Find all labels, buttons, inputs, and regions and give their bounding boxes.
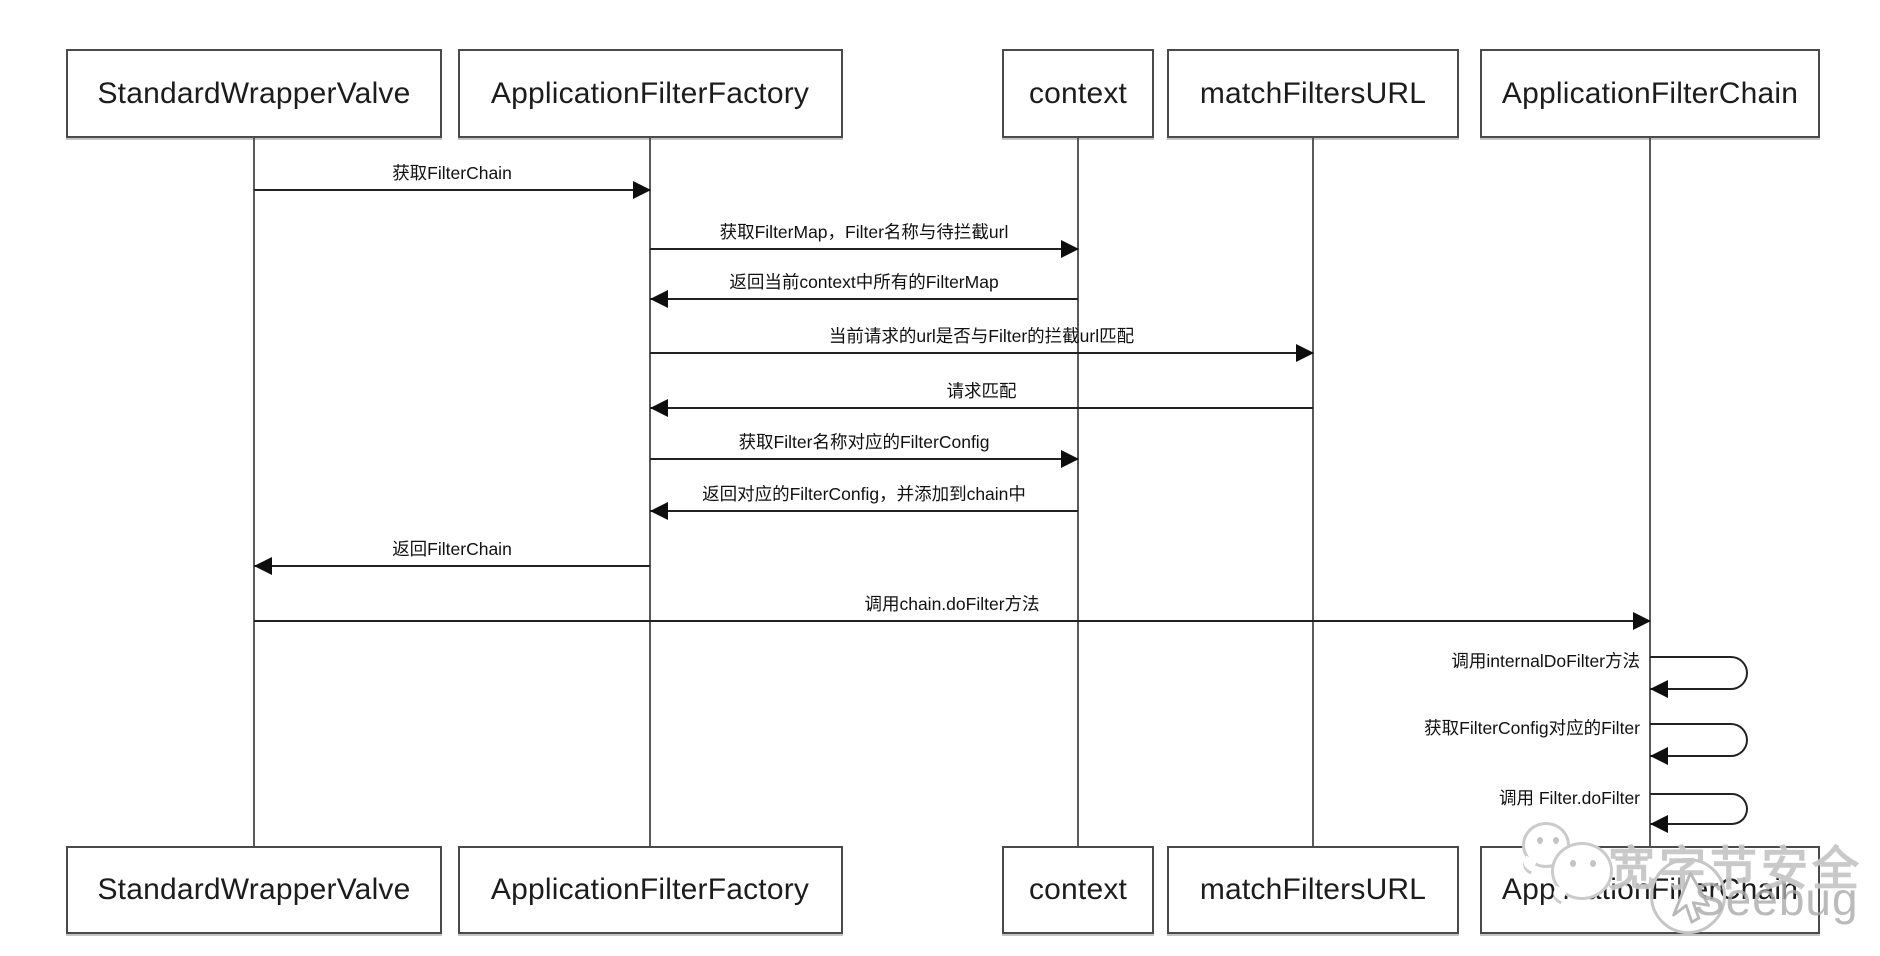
message-label: 返回FilterChain [392,539,512,559]
wechat-eye-icon [1537,837,1543,844]
arrowhead-icon [1061,450,1079,468]
message-line [650,352,1313,354]
self-message-loop [1650,793,1748,825]
arrowhead-icon [1650,680,1668,698]
message-line [650,510,1078,512]
participant-box-bottom-matchFiltersURL: matchFiltersURL [1167,846,1459,934]
participant-box-top-ApplicationFilterChain: ApplicationFilterChain [1480,49,1820,138]
message-label: 调用chain.doFilter方法 [864,594,1040,614]
message-line [650,248,1078,250]
message-line [254,565,650,567]
message-line [650,298,1078,300]
participant-box-bottom-ApplicationFilterFactory: ApplicationFilterFactory [457,846,843,934]
wechat-eye-icon [1553,837,1559,844]
arrowhead-icon [650,290,668,308]
message-label: 获取FilterChain [392,163,512,183]
message-label: 获取FilterMap，Filter名称与待拦截url [719,222,1009,242]
message-label: 返回当前context中所有的FilterMap [729,272,999,292]
participant-box-top-context: context [1002,49,1154,138]
arrowhead-icon [1633,612,1651,630]
arrowhead-icon [1650,815,1668,833]
participant-box-bottom-ApplicationFilterChain: ApplicationFilterChain [1480,846,1820,934]
arrowhead-icon [633,181,651,199]
lifeline-matchFiltersURL [1312,138,1314,846]
participant-box-top-matchFiltersURL: matchFiltersURL [1167,49,1459,138]
arrowhead-icon [254,557,272,575]
message-label: 请求匹配 [946,381,1017,401]
lifeline-context [1077,138,1079,846]
message-label: 调用 Filter.doFilter [1499,788,1640,808]
arrowhead-icon [1650,747,1668,765]
lifeline-ApplicationFilterFactory [649,138,651,846]
message-label: 调用internalDoFilter方法 [1451,651,1640,671]
arrowhead-icon [650,399,668,417]
lifeline-ApplicationFilterChain [1649,138,1651,846]
message-line [254,189,650,191]
arrowhead-icon [650,502,668,520]
message-line [650,407,1313,409]
message-line [650,458,1078,460]
message-label: 当前请求的url是否与Filter的拦截url匹配 [828,326,1135,346]
lifeline-StandardWrapperValve [253,138,255,846]
self-message-loop [1650,723,1748,757]
participant-box-bottom-context: context [1002,846,1154,934]
message-label: 获取Filter名称对应的FilterConfig [738,432,990,452]
message-label: 获取FilterConfig对应的Filter [1424,718,1640,738]
message-line [254,620,1650,622]
message-label: 返回对应的FilterConfig，并添加到chain中 [702,484,1026,504]
participant-box-bottom-StandardWrapperValve: StandardWrapperValve [66,846,442,934]
self-message-loop [1650,656,1748,690]
arrowhead-icon [1061,240,1079,258]
participant-box-top-StandardWrapperValve: StandardWrapperValve [66,49,442,138]
participant-box-top-ApplicationFilterFactory: ApplicationFilterFactory [457,49,843,138]
arrowhead-icon [1296,344,1314,362]
